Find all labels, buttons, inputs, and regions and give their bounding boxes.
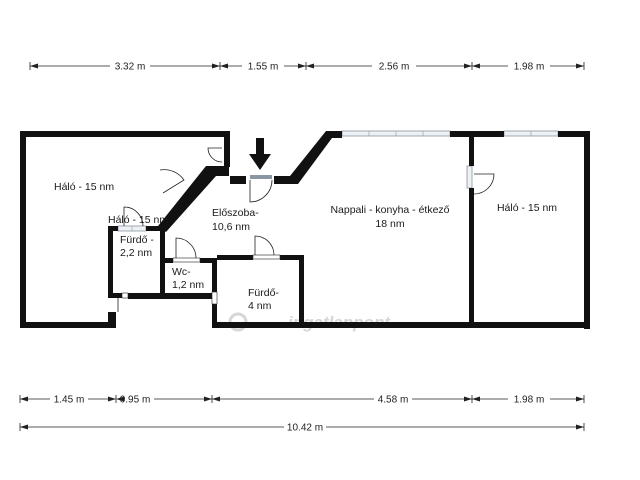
room-label-halo-1: Háló - 15 nm: [54, 181, 114, 193]
top-dimension-2: 1.55 m: [248, 62, 279, 73]
bottom-dimension-3: 4.58 m: [378, 395, 409, 406]
room-label-nappali-1: Nappali - konyha - étkező: [330, 204, 449, 216]
room-label-furdo-1-area: 2,2 nm: [120, 247, 152, 259]
room-label-wc: Wc-: [172, 266, 191, 278]
bottom-dimension-1: 1.45 m: [54, 395, 85, 406]
room-label-halo-2: Háló - 15 nm: [497, 202, 557, 214]
room-label-wc-area: 1,2 nm: [172, 279, 204, 291]
bottom-dimension-4: 1.98 m: [514, 395, 545, 406]
arrow-down-icon: [249, 138, 271, 170]
room-label-furdo-2-area: 4 nm: [248, 300, 272, 312]
room-label-halo-overlap: Háló - 15 nm: [108, 214, 168, 226]
top-dimension-1: 3.32 m: [115, 62, 146, 73]
room-label-nappali-2: 18 nm: [375, 218, 404, 230]
doors: [117, 147, 495, 312]
total-dimension-arrows: [20, 424, 584, 430]
room-label-eloszoba-2: 10,6 nm: [212, 221, 250, 233]
total-dimension: 10.42 m: [287, 423, 323, 434]
room-label-furdo-2: Fürdő-: [248, 287, 279, 299]
total-dimension-line: [19, 423, 585, 431]
windows: [117, 130, 559, 232]
bottom-dimension-arrows: [20, 396, 584, 402]
bottom-dimension-line: [19, 395, 585, 403]
walls: [20, 131, 590, 329]
door-leaves: [121, 254, 281, 305]
room-label-furdo-1: Fürdő -: [120, 234, 154, 246]
top-dimension-3: 2.56 m: [379, 62, 410, 73]
top-dimension-arrows: [30, 63, 584, 69]
top-dimension-4: 1.98 m: [514, 62, 545, 73]
window-mullions: [131, 131, 532, 231]
bottom-dimension-2: 0.95 m: [120, 395, 151, 406]
room-label-eloszoba-1: Előszoba-: [212, 207, 259, 219]
